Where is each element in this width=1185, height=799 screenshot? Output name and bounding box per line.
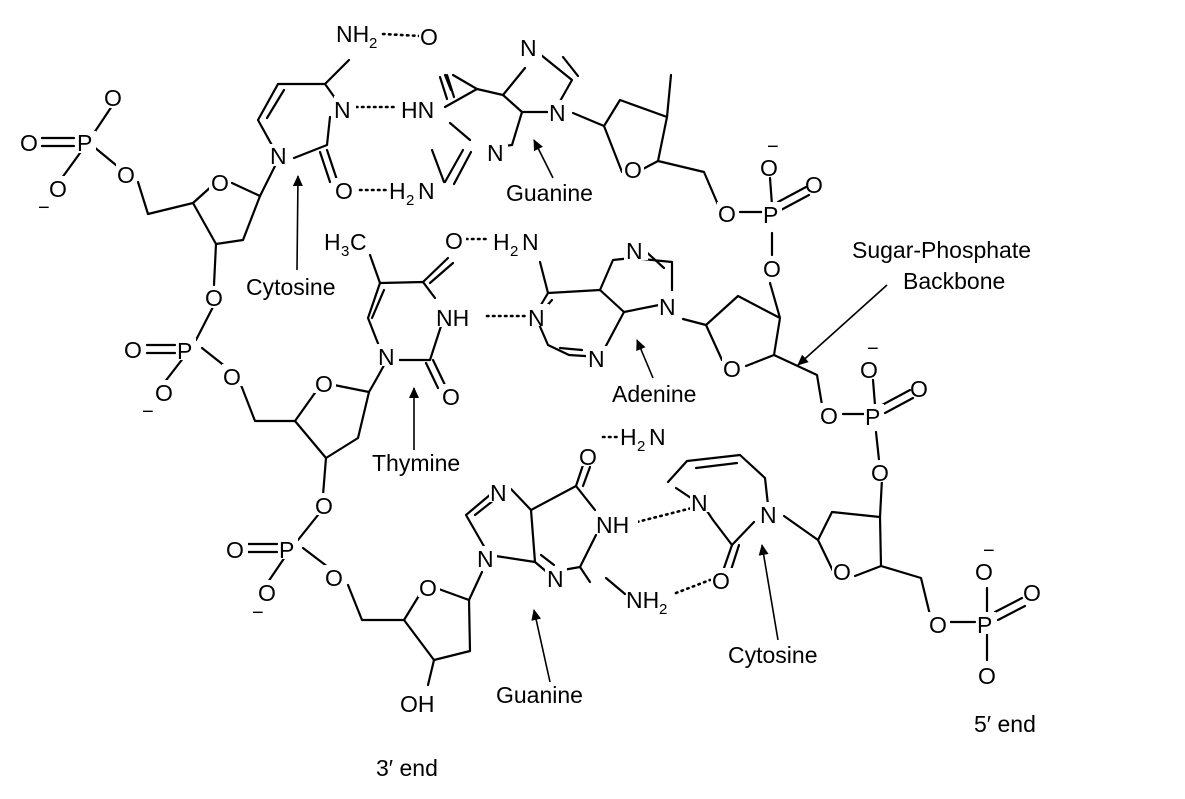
atom-n: N [477,546,494,572]
atom-o: O [226,537,244,563]
charge-minus: − [38,197,50,219]
atom-o: O [155,380,173,406]
atom-nh2: NH [336,21,369,47]
atom-p: P [279,537,294,563]
atom-n: N [378,344,395,370]
atom-o: O [579,444,597,470]
atom-o: O [975,559,993,585]
atom-o: O [763,256,781,282]
label-5-prime-end: 5′ end [974,711,1036,737]
label-backbone-line2: Backbone [903,268,1005,294]
atom-o: O [871,460,889,486]
atom-o: O [20,130,38,156]
atom-nh2: NH [626,587,659,613]
atom-o: O [420,24,438,50]
atom-o: O [315,493,333,519]
atom-oh: OH [400,691,435,717]
atom-n: N [522,229,539,255]
atom-n: N [418,178,435,204]
hydrogen-bonds [354,32,712,595]
atom-o: O [442,384,460,410]
atom-n: N [659,294,676,320]
atom-o: O [833,559,851,585]
atom-nh: NH [436,305,469,331]
label-thymine: Thymine [372,450,460,476]
atom-o: O [335,178,353,204]
annotation-arrows [292,139,888,683]
atom-p: P [177,338,192,364]
atom-n: N [490,480,507,506]
atom-hn: HN [401,97,434,123]
atom-n: N [487,140,504,166]
label-adenine: Adenine [612,381,696,407]
atom-o: O [211,170,229,196]
atom-o: O [820,403,838,429]
subscript: 2 [659,601,667,618]
atom-p: P [865,404,880,430]
atom-h3c: H [324,229,341,255]
atom-n: N [588,346,605,372]
charge-minus: − [252,602,264,624]
atom-o: O [445,228,463,254]
atom-n: N [760,502,777,528]
atom-n: N [626,238,643,264]
label-cytosine-bottom: Cytosine [728,642,817,668]
atom-o: O [978,663,996,689]
atom-n: N [649,424,666,450]
atom-h2n: H [493,229,510,255]
atom-labels: O O P O − O O N N NH 2 O O HN N H 2 N N … [20,21,1041,717]
atom-o: O [223,364,241,390]
atom-o: O [325,565,343,591]
atom-o: O [718,201,736,227]
atom-o: O [124,337,142,363]
atom-nh: NH [596,512,629,538]
atom-o: O [760,155,778,181]
atom-o: O [910,376,928,402]
atom-n: N [691,490,708,516]
atom-o: O [624,157,642,183]
subscript: 2 [369,35,377,52]
atom-h2n: H [620,424,637,450]
atom-o: O [49,176,67,202]
atom-o: O [117,162,135,188]
atom-p: P [763,202,778,228]
label-guanine-top: Guanine [506,180,593,206]
label-backbone-line1: Sugar-Phosphate [852,237,1031,263]
atom-p: P [977,612,992,638]
atom-h2n: H [389,178,406,204]
atom-n: N [520,35,537,61]
subscript: 3 [341,243,349,260]
atom-n: N [547,566,564,592]
atom-p: P [77,130,92,156]
label-3-prime-end: 3′ end [376,755,438,781]
label-cytosine-top: Cytosine [246,274,335,300]
atom-o: O [929,612,947,638]
atom-n: N [549,100,566,126]
label-guanine-bottom: Guanine [496,682,583,708]
atom-c: C [350,229,367,255]
atom-o: O [1023,580,1041,606]
atom-o: O [205,285,223,311]
atom-o: O [712,568,730,594]
charge-minus: − [767,136,779,158]
atom-o: O [258,580,276,606]
atom-n: N [334,97,351,123]
charge-minus: − [142,401,154,423]
base-labels: Cytosine Guanine Thymine Adenine Guanine… [246,180,1036,781]
charge-minus: − [983,540,995,562]
atom-n: N [270,143,287,169]
atom-o: O [104,85,122,111]
atom-o: O [805,172,823,198]
subscript: 2 [406,192,414,209]
atom-n: N [528,305,545,331]
subscript: 2 [637,438,645,455]
atom-o: O [315,371,333,397]
atom-o: O [723,356,741,382]
charge-minus: − [867,338,879,360]
atom-o: O [419,575,437,601]
atom-o: O [860,357,878,383]
subscript: 2 [510,243,518,260]
